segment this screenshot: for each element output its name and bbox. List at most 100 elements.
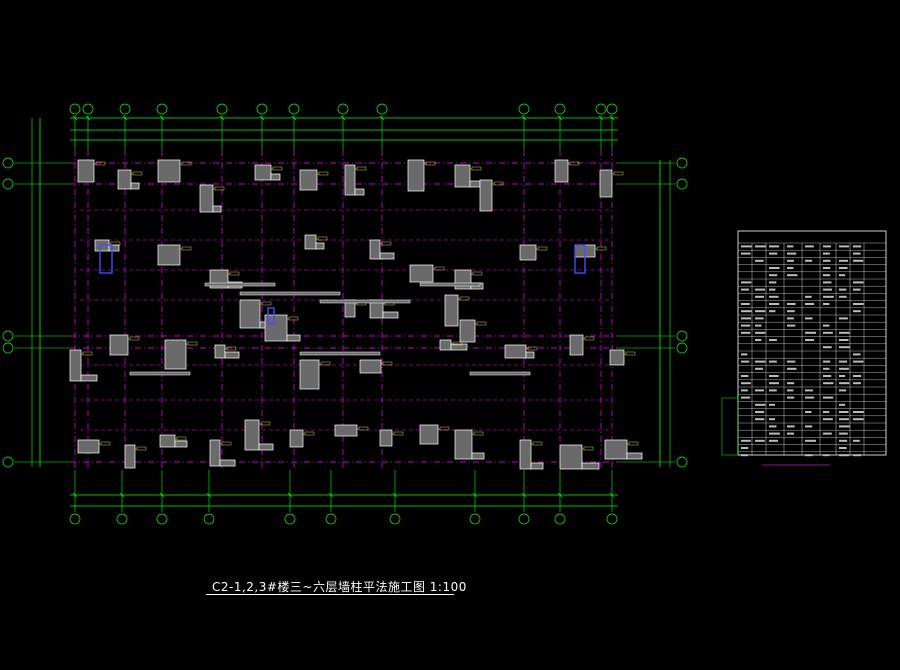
- wall-segment: [334, 424, 358, 437]
- schedule-cell-text: [805, 411, 812, 413]
- schedule-cell-text: [787, 259, 794, 262]
- schedule-cell-text: [853, 375, 862, 377]
- wall-beam: [319, 299, 411, 304]
- axis-bubble-top-1: [82, 103, 94, 115]
- tick-top-7: [340, 115, 346, 121]
- tick-bot-1: [119, 492, 125, 498]
- tick-top-8: [379, 115, 385, 121]
- schedule-cell-text: [805, 317, 813, 320]
- schedule-cell-text: [853, 353, 861, 356]
- schedule-cell-text: [823, 281, 832, 284]
- column-tag: [356, 166, 367, 171]
- schedule-cell-text: [769, 339, 777, 341]
- tick-top-10: [557, 115, 563, 121]
- wall-flange: [530, 462, 544, 470]
- tick-top-4: [219, 115, 225, 121]
- wall-segment: [599, 169, 613, 198]
- column-tag: [187, 341, 198, 346]
- wall-segment: [559, 444, 583, 470]
- rebar-detail: [99, 244, 113, 274]
- wall-segment: [157, 244, 181, 266]
- tick-top-11: [598, 115, 604, 121]
- schedule-cell-text: [741, 360, 750, 363]
- column-tag: [584, 336, 595, 341]
- schedule-cell-text: [755, 389, 764, 392]
- schedule-cell-text: [769, 281, 777, 284]
- schedule-cell-text: [823, 245, 831, 248]
- schedule-cell-text: [839, 447, 847, 449]
- schedule-cell-text: [805, 389, 813, 392]
- rebar-detail: [267, 307, 275, 325]
- column-tag: [452, 341, 463, 346]
- column-tag: [382, 361, 393, 366]
- wall-segment: [454, 429, 473, 460]
- column-tag: [221, 441, 232, 446]
- schedule-cell-text: [839, 245, 849, 248]
- schedule-cell-text: [741, 454, 748, 457]
- column-tag: [288, 316, 299, 321]
- schedule-cell-text: [853, 288, 861, 291]
- wall-segment: [289, 429, 304, 448]
- schedule-cell-text: [853, 252, 861, 255]
- wall-beam: [239, 291, 341, 296]
- schedule-cell-text: [755, 331, 766, 334]
- schedule-cell-text: [853, 259, 864, 262]
- schedule-cell-text: [741, 439, 751, 442]
- wall-segment: [69, 349, 82, 382]
- schedule-cell-text: [787, 310, 795, 313]
- schedule-cell-text: [769, 360, 777, 363]
- schedule-cell-text: [823, 331, 833, 334]
- wall-segment: [604, 439, 628, 460]
- column-tag: [459, 296, 470, 301]
- schedule-cell-text: [769, 432, 780, 435]
- schedule-cell-text: [853, 360, 864, 363]
- schedule-cell-text: [823, 295, 834, 298]
- column-tag: [129, 336, 140, 341]
- tick-top-3: [159, 115, 165, 121]
- schedule-cell-text: [823, 432, 832, 435]
- column-tag: [95, 161, 106, 166]
- wall-segment: [407, 159, 425, 192]
- wall-beam: [299, 351, 381, 356]
- schedule-cell-text: [741, 447, 749, 449]
- column-tag: [181, 246, 192, 251]
- column-tag: [583, 446, 594, 451]
- column-tag: [100, 441, 111, 446]
- column-tag: [358, 426, 369, 431]
- schedule-cell-text: [823, 396, 834, 399]
- schedule-cell-text: [741, 389, 748, 392]
- schedule-cell-text: [823, 382, 834, 385]
- column-tag: [214, 186, 225, 191]
- wall-segment: [164, 339, 187, 370]
- column-tag: [304, 431, 315, 436]
- wall-segment: [109, 334, 129, 356]
- tick-top-1: [85, 115, 91, 121]
- schedule-cell-text: [853, 418, 864, 421]
- column-tag: [318, 171, 329, 176]
- axis-bubble-bot-0: [69, 513, 81, 525]
- schedule-cell-text: [839, 454, 850, 457]
- axis-bubble-top-5: [256, 103, 268, 115]
- tick-top-9: [521, 115, 527, 121]
- schedule-cell-text: [839, 267, 848, 269]
- schedule-cell-text: [823, 411, 830, 413]
- schedule-cell-text: [755, 439, 765, 442]
- tick-top-5: [259, 115, 265, 121]
- axis-bubble-right-0: [676, 157, 688, 169]
- schedule-cell-text: [741, 331, 751, 334]
- axis-bubble-top-6: [288, 103, 300, 115]
- axis-bubble-bot-5: [325, 513, 337, 525]
- schedule-cell-text: [769, 382, 779, 385]
- schedule-cell-text: [787, 389, 794, 392]
- axis-bubble-right-3: [676, 342, 688, 354]
- wall-flange: [174, 440, 188, 448]
- axis-bubble-top-7: [337, 103, 349, 115]
- schedule-cell-text: [823, 288, 832, 291]
- schedule-cell-text: [755, 360, 766, 363]
- wall-segment: [379, 429, 393, 447]
- axis-bubble-bot-2: [156, 513, 168, 525]
- tick-bot-7: [472, 492, 478, 498]
- column-tag: [439, 426, 450, 431]
- wall-flange: [315, 242, 325, 250]
- schedule-cell-text: [769, 245, 780, 248]
